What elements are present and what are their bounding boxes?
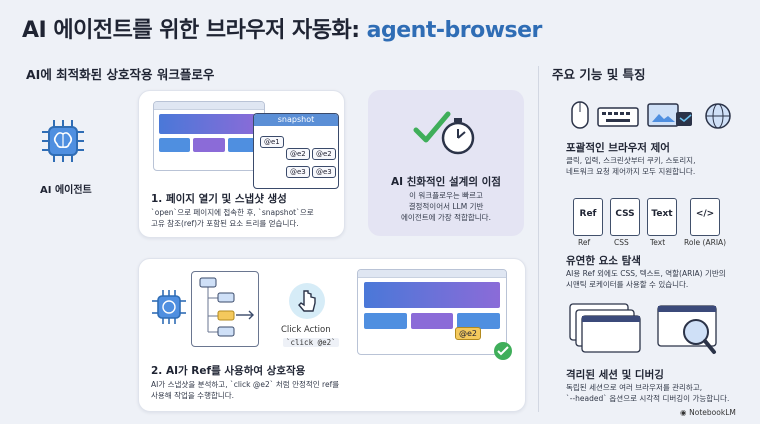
control-desc-1: 클릭, 입력, 스크린샷부터 쿠키, 스토리지, (566, 156, 696, 165)
workflow-heading: AI에 최적화된 상호작용 워크플로우 (26, 67, 215, 82)
title-accent: agent-browser (366, 18, 543, 43)
control-icons (566, 94, 746, 134)
notebook-icon: ◉ (680, 408, 690, 417)
section-divider (538, 66, 539, 412)
sessions-desc-2: `--headed` 옵션으로 시각적 디버깅이 가능합니다. (566, 394, 730, 403)
click-action-label: Click Action (281, 325, 331, 335)
brand-label: NotebookLM (689, 408, 736, 417)
locator-label-role: Role (ARIA) (684, 238, 727, 247)
step1-card: snapshot @e1 @e2 @e2 @e3 @e3 1. 페이지 열기 및… (138, 90, 345, 238)
magnifier-window-icon (657, 305, 717, 354)
step2-desc-1: AI가 스냅샷을 분석하고, `click @e2` 처럼 안정적인 ref를 (151, 380, 340, 389)
sessions-title: 격리된 세션 및 디버깅 (566, 369, 664, 381)
keyboard-icon (597, 107, 639, 127)
css-doc-icon: CSS (610, 198, 640, 236)
text-doc-icon: Text (647, 198, 677, 236)
brand-watermark: ◉ NotebookLM (680, 408, 736, 417)
code-doc-icon: </> (690, 198, 720, 236)
sessions-desc-1: 독립된 세션으로 여러 브라우저를 관리하고, (566, 383, 703, 392)
cookie-icon (676, 112, 692, 126)
step1-browser (153, 101, 265, 171)
control-desc-2: 네트워크 요청 제어까지 모두 지원합니다. (566, 167, 696, 176)
e2-tag: @e2 (455, 327, 482, 340)
mouse-icon (571, 101, 589, 129)
step1-title: 1. 페이지 열기 및 스냅샷 생성 (151, 193, 287, 205)
control-title: 포괄적인 브라우저 제어 (566, 142, 670, 154)
page-title: AI 에이전트를 위한 브라우저 자동화: agent-browser (22, 12, 542, 44)
step1-desc-2: 고유 참조(ref)가 포함된 요소 트리를 얻습니다. (151, 219, 299, 228)
screenshot-icon (647, 103, 679, 127)
ai-chip-small-icon (151, 289, 187, 325)
click-code: `click @e2` (283, 338, 339, 347)
ref-tree-icon (191, 271, 259, 347)
locators-title: 유연한 요소 탐색 (566, 255, 641, 267)
tree-node: @e2 (312, 148, 336, 160)
features-heading: 주요 기능 및 특징 (552, 67, 646, 82)
locators-desc-1: AI용 Ref 외에도 CSS, 텍스트, 역할(ARIA) 기반의 (566, 269, 726, 278)
ref-doc-icon: Ref (573, 198, 603, 236)
locator-label-ref: Ref (578, 238, 591, 247)
tree-node: @e1 (260, 136, 284, 148)
pointer-click-icon (289, 283, 325, 319)
locators-desc-2: 시맨틱 로케이터를 사용할 수 있습니다. (566, 280, 689, 289)
globe-icon (705, 103, 731, 129)
check-circle-icon (493, 341, 513, 361)
step2-title: 2. AI가 Ref를 사용하여 상호작용 (151, 365, 306, 377)
locator-label-text: Text (650, 238, 666, 247)
stacked-windows-icon (569, 303, 641, 353)
step2-browser (357, 269, 507, 355)
sessions-icons (568, 300, 748, 360)
benefit-desc-1: 이 워크플로우는 빠르고 (409, 191, 483, 200)
snapshot-panel: snapshot @e1 @e2 @e2 @e3 @e3 (253, 113, 339, 189)
check-stopwatch-icon (412, 108, 482, 158)
tree-node: @e2 (286, 148, 310, 160)
agent-label: AI 에이전트 (40, 185, 92, 196)
benefit-desc-3: 에이전트에 가장 적합합니다. (401, 213, 491, 222)
locator-label-css: CSS (614, 238, 629, 247)
benefit-card: AI 친화적인 설계의 이점 이 워크플로우는 빠르고 결정적이어서 LLM 기… (368, 90, 524, 236)
ai-chip-icon (40, 118, 86, 164)
step1-desc-1: `open`으로 페이지에 접속한 후, `snapshot`으로 (151, 208, 314, 217)
title-main: AI 에이전트를 위한 브라우저 자동화: (22, 18, 367, 43)
tree-node: @e3 (286, 166, 310, 178)
step2-desc-2: 사용해 작업을 수행합니다. (151, 391, 235, 400)
snapshot-label: snapshot (254, 114, 338, 126)
step2-card: Click Action `click @e2` @e2 2. AI가 Ref를… (138, 258, 526, 412)
tree-node: @e3 (312, 166, 336, 178)
benefit-desc-2: 결정적이어서 LLM 기반 (408, 202, 484, 211)
benefit-title: AI 친화적인 설계의 이점 (391, 176, 501, 188)
